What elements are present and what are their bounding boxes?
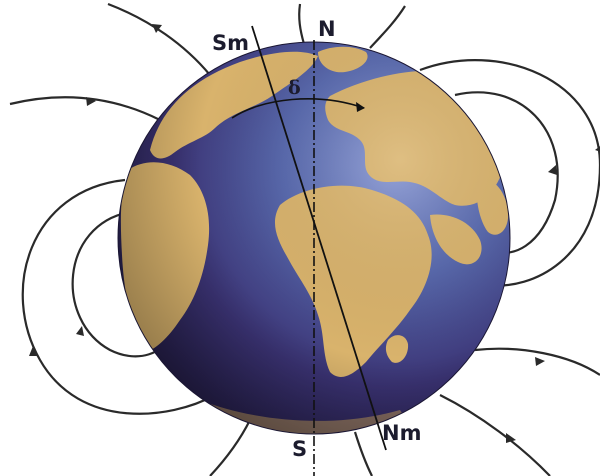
label-mag-south: Sm (212, 31, 249, 55)
arrowhead (76, 326, 84, 336)
arrowhead (29, 346, 37, 356)
arrowhead (595, 146, 600, 152)
field-line (209, 419, 251, 476)
field-line (369, 5, 406, 49)
declination-arrow (356, 102, 365, 112)
field-line (298, 3, 306, 45)
field-line (454, 91, 559, 254)
field-line (107, 2, 211, 76)
label-geo-north: N (318, 17, 336, 41)
arrowhead (535, 357, 545, 366)
field-line (353, 431, 373, 476)
arrowhead (506, 433, 516, 443)
field-line (9, 96, 161, 121)
arrowhead (152, 24, 162, 33)
field-line (474, 347, 600, 376)
label-mag-north: Nm (382, 421, 421, 445)
label-declination: δ (288, 77, 301, 99)
arrowhead (86, 97, 96, 106)
arrowhead (548, 165, 557, 175)
label-geo-south: S (292, 437, 307, 461)
field-line (439, 394, 551, 476)
declination-arc (231, 98, 365, 119)
field-arrows (29, 24, 600, 443)
magnetic-axis (251, 25, 387, 451)
field-line (21, 178, 216, 415)
field-line (71, 210, 167, 358)
